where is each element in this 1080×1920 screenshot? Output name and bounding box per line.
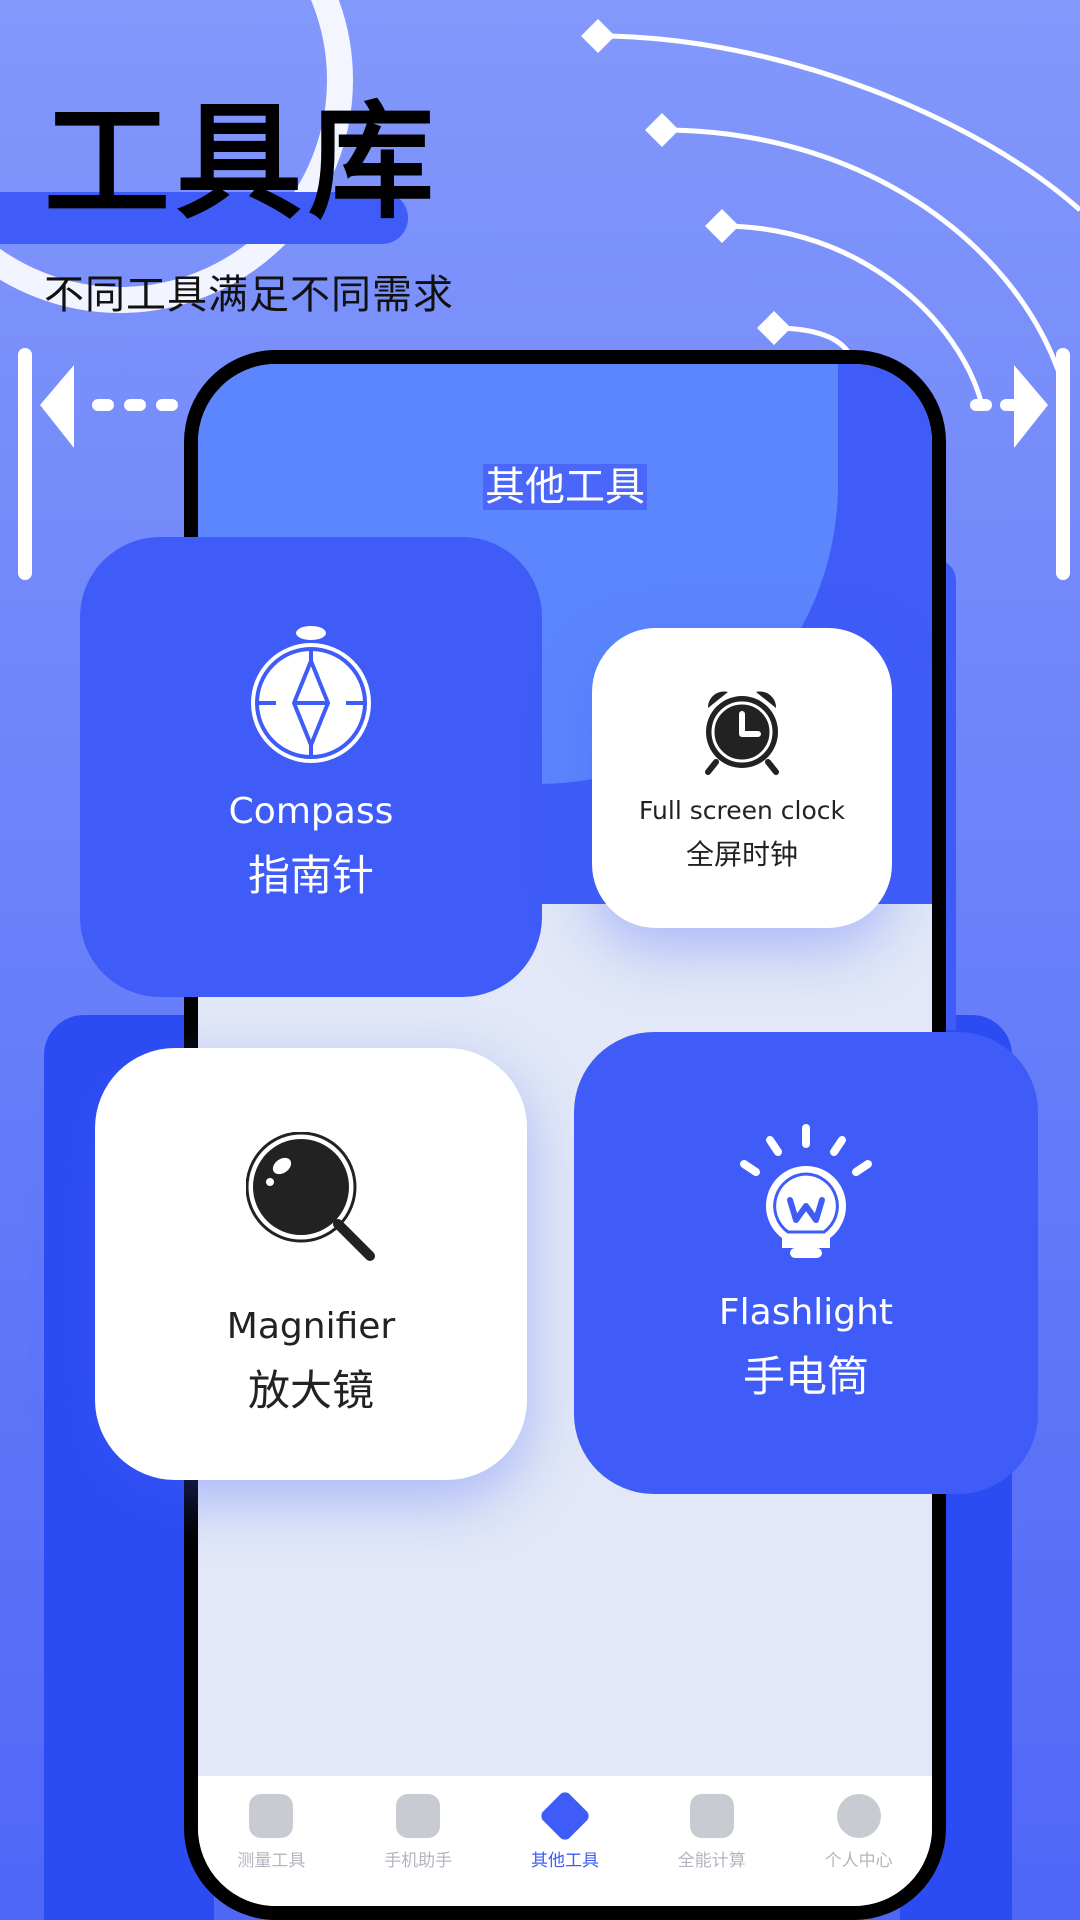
calculator-icon — [689, 1794, 734, 1838]
page-subtitle: 不同工具满足不同需求 — [44, 272, 454, 318]
tab-calculator[interactable]: 全能计算 — [652, 1794, 772, 1871]
flashlight-label-en: Flashlight — [718, 1292, 894, 1333]
layers-icon — [538, 1789, 592, 1843]
tab-label: 测量工具 — [237, 1851, 306, 1871]
magnifier-label-en: Magnifier — [226, 1306, 396, 1347]
compass-card[interactable]: Compass 指南针 — [80, 537, 542, 997]
phone-header: 其他工具 — [198, 454, 932, 512]
tab-measure[interactable]: 测量工具 — [211, 1794, 331, 1871]
clock-card[interactable]: Full screen clock 全屏时钟 — [592, 628, 892, 928]
bottom-tab-bar: 测量工具 手机助手 其他工具 全能计算 个人中心 — [198, 1776, 932, 1906]
clock-label-zh: 全屏时钟 — [685, 838, 798, 871]
magnifier-card[interactable]: Magnifier 放大镜 — [95, 1048, 527, 1480]
lightbulb-icon — [740, 1124, 872, 1258]
clock-label-en: Full screen clock — [639, 796, 845, 825]
measure-icon — [249, 1794, 294, 1838]
tab-other-tools[interactable]: 其他工具 — [505, 1789, 625, 1871]
phone-header-title: 其他工具 — [483, 464, 647, 510]
alarm-clock-icon — [705, 691, 779, 775]
page-title: 工具库 — [44, 89, 440, 236]
title-highlight-band — [0, 192, 408, 244]
compass-icon — [251, 626, 371, 763]
flashlight-card[interactable]: Flashlight 手电筒 — [574, 1032, 1038, 1494]
magnifier-icon — [246, 1132, 375, 1261]
magnifier-label-zh: 放大镜 — [247, 1366, 374, 1415]
tab-profile[interactable]: 个人中心 — [799, 1794, 919, 1871]
compass-label-zh: 指南针 — [247, 851, 374, 900]
flashlight-label-zh: 手电筒 — [742, 1352, 869, 1401]
compass-label-en: Compass — [228, 791, 394, 832]
tab-label: 其他工具 — [530, 1851, 599, 1871]
tab-phone-assistant[interactable]: 手机助手 — [358, 1794, 478, 1871]
phone-assistant-icon — [396, 1794, 441, 1838]
profile-icon — [836, 1794, 881, 1838]
tab-label: 手机助手 — [384, 1851, 453, 1871]
tab-label: 个人中心 — [824, 1851, 893, 1871]
tab-label: 全能计算 — [677, 1851, 746, 1871]
